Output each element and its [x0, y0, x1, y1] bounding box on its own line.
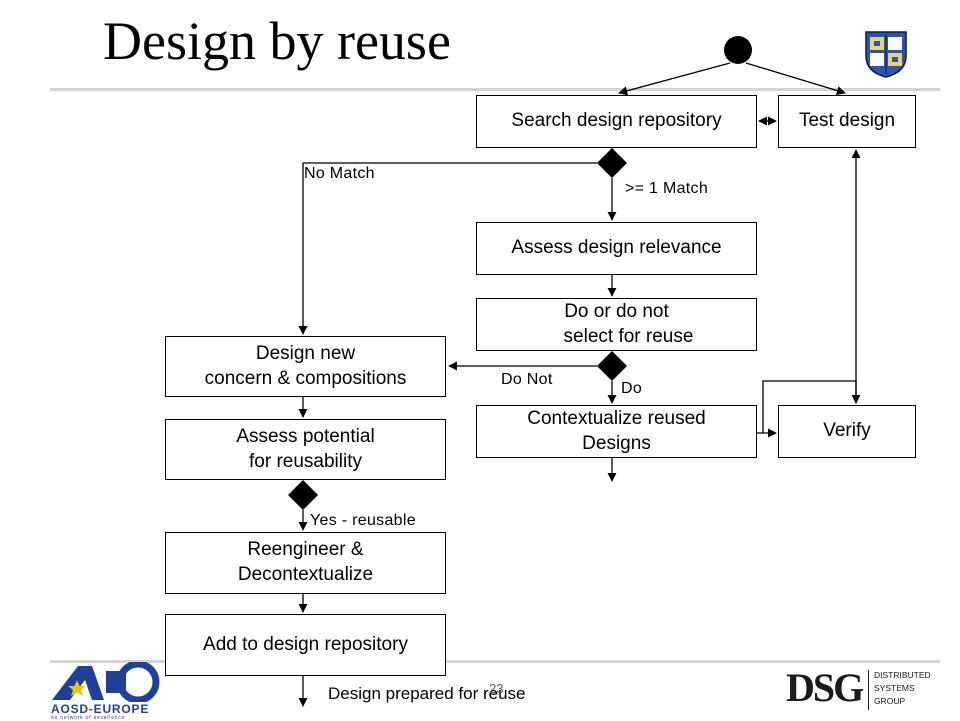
decision-match-diamond [597, 148, 627, 178]
dsg-text-line1: DISTRIBUTED [874, 670, 931, 680]
aosd-mark [52, 662, 160, 702]
node-verify: Verify [778, 405, 916, 458]
footer-divider [50, 660, 940, 663]
start-node [724, 36, 752, 64]
dsg-mark: DSG [786, 665, 864, 710]
aosd-tagline: eu network of excellence [51, 715, 126, 721]
edge-no-match [298, 162, 597, 335]
dsg-text-line2: SYSTEMS [874, 683, 915, 693]
label-yes-reusable: Yes - reusable [310, 512, 416, 529]
node-assess-relevance: Assess design relevance [476, 222, 757, 275]
label-no-match: No Match [304, 165, 375, 182]
node-reengineer: Reengineer &Decontextualize [165, 532, 446, 594]
title-divider [50, 88, 940, 91]
label-do-not: Do Not [501, 371, 553, 388]
aosd-logo: AOSD-EUROPE eu network of excellence [48, 662, 173, 721]
label-match: >= 1 Match [625, 180, 709, 197]
label-do: Do [621, 380, 643, 397]
page-number: 23 [489, 681, 504, 696]
decision-reuse-diamond [597, 351, 627, 381]
aosd-name: AOSD-EUROPE [51, 702, 150, 716]
edge-start-test [745, 62, 846, 95]
slide-title: Design by reuse [103, 11, 451, 71]
crest-logo [865, 31, 907, 78]
dsg-divider [868, 670, 869, 710]
node-search-repository: Search design repository [476, 95, 757, 148]
node-test-design: Test design [778, 95, 916, 148]
edge-start-search [618, 62, 731, 96]
node-add-repository: Add to design repository [165, 614, 446, 676]
dsg-text-line3: GROUP [874, 696, 906, 706]
label-design-prepared: Design prepared for reuse [328, 684, 526, 703]
dsg-logo: DSG DISTRIBUTED SYSTEMS GROUP [786, 664, 931, 720]
decision-reusable-diamond [288, 480, 318, 510]
